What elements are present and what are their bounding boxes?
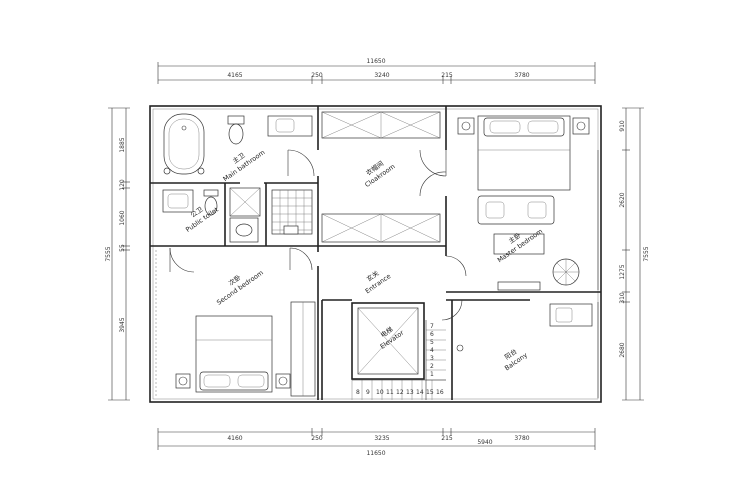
right-total-dimension: 7555 xyxy=(643,246,650,261)
public-toilet-fixtures xyxy=(162,187,313,243)
main-bathroom-fixtures xyxy=(163,113,313,175)
stair-step-number: 11 xyxy=(386,389,394,396)
stair-step-number: 10 xyxy=(376,389,384,396)
door-swings xyxy=(169,149,467,321)
top-dimension-1: 4165 xyxy=(227,72,242,79)
right-dimension-4: 310 xyxy=(619,292,626,304)
bottom-dimension-3: 3235 xyxy=(374,435,389,442)
bottom-dimension-5: 3780 xyxy=(514,435,529,442)
stair-side-step-number: 6 xyxy=(430,331,434,338)
bottom-total-dimension: 11650 xyxy=(366,450,385,457)
label-main-bathroom-en: Main bathroom xyxy=(222,148,267,183)
cloakroom-fixtures xyxy=(321,111,441,243)
bottom-dimension-2: 250 xyxy=(311,435,323,442)
second-bedroom-furniture xyxy=(155,250,291,396)
top-dimension-3: 3240 xyxy=(374,72,389,79)
stair-step-number: 13 xyxy=(406,389,414,396)
label-second-bedroom-en: Second bedroom xyxy=(215,269,265,307)
left-dimension-5: 3945 xyxy=(119,317,126,332)
left-total-dimension: 7555 xyxy=(105,246,112,261)
stair-step-number: 14 xyxy=(416,389,424,396)
left-dimension-chain: 7555 1885 120 1060 55 3945 xyxy=(105,107,130,401)
elevator-and-stair xyxy=(321,299,446,400)
left-dimension-4: 55 xyxy=(119,244,126,252)
top-dimension-5: 3780 xyxy=(514,72,529,79)
left-dimension-3: 1060 xyxy=(119,210,126,225)
stair-side-step-number: 7 xyxy=(430,323,434,330)
stair-side-step-number: 3 xyxy=(430,355,434,362)
stair-side-step-number: 4 xyxy=(430,347,434,354)
bottom-dimension-4: 215 xyxy=(441,435,453,442)
stair-side-step-number: 1 xyxy=(430,371,434,378)
right-dimension-chain: 910 2620 1275 310 2680 7555 xyxy=(619,107,650,401)
top-dimension-2: 250 xyxy=(311,72,323,79)
stair-side-step-number: 2 xyxy=(430,363,434,370)
stair-step-number: 15 xyxy=(426,389,434,396)
right-dimension-5: 2680 xyxy=(619,342,626,357)
stair-step-number: 12 xyxy=(396,389,404,396)
top-dimension-chain: 11650 4165 250 3240 215 3780 xyxy=(157,58,596,84)
stair-side-step-number: 5 xyxy=(430,339,434,346)
stair-step-number: 9 xyxy=(366,389,370,396)
interior-walls xyxy=(150,106,601,400)
top-total-dimension: 11650 xyxy=(366,58,385,65)
right-dimension-2: 2620 xyxy=(619,192,626,207)
balcony-fixtures xyxy=(456,302,599,398)
right-dimension-1: 910 xyxy=(619,120,626,132)
top-dimension-4: 215 xyxy=(441,72,453,79)
bottom-overlap-dimension: 5940 xyxy=(477,439,492,446)
left-dimension-2: 120 xyxy=(119,179,126,191)
bottom-dimension-1: 4160 xyxy=(227,435,242,442)
stair-step-number: 16 xyxy=(436,389,444,396)
bottom-dimension-chain: 4160 250 3235 215 3780 5940 11650 xyxy=(157,428,596,457)
stair-step-number: 8 xyxy=(356,389,360,396)
right-dimension-3: 1275 xyxy=(619,264,626,279)
left-dimension-1: 1885 xyxy=(119,137,126,152)
master-bedroom-furniture xyxy=(457,115,599,291)
